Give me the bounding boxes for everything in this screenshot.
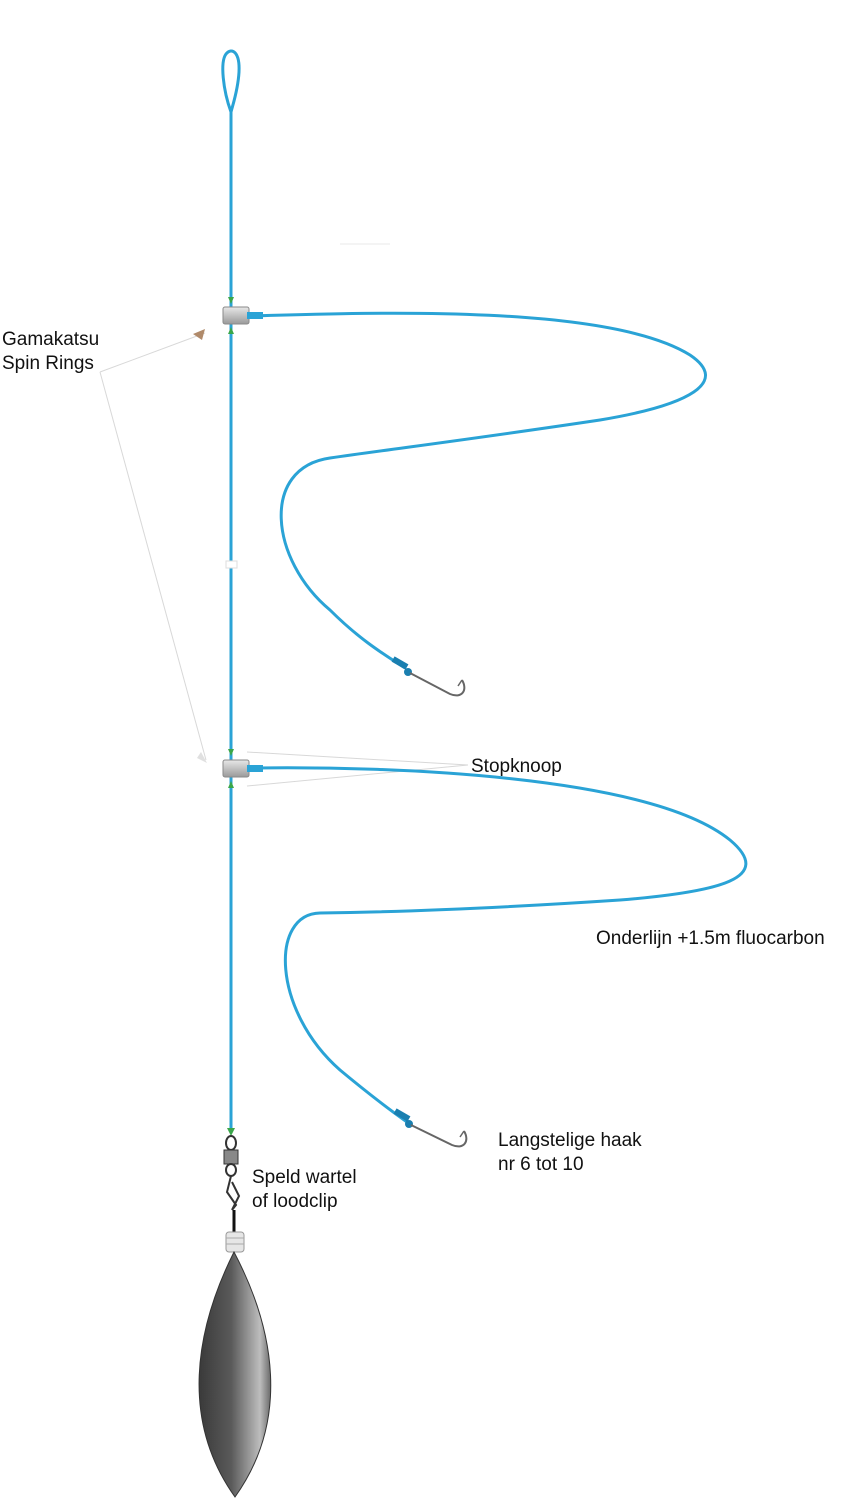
hook-label-line1: Langstelige haak xyxy=(498,1130,642,1151)
swivel-label-line2: of loodclip xyxy=(252,1191,338,1212)
stop-knots xyxy=(228,297,234,788)
spin-rings-label: Gamakatsu Spin Rings xyxy=(2,328,99,376)
spin-rings-label-line2: Spin Rings xyxy=(2,353,94,374)
stopknoop-label: Stopknoop xyxy=(471,756,562,777)
spin-rings-label-line1: Gamakatsu xyxy=(2,329,100,350)
line-marker xyxy=(225,560,238,569)
lower-snood xyxy=(251,766,748,1124)
swivel-label: Speld wartel of loodclip xyxy=(252,1166,357,1214)
onderlijn-label: Onderlijn +1.5m fluocarbon xyxy=(596,928,825,949)
spin-ring-lower xyxy=(222,759,263,778)
spin-ring-upper xyxy=(222,306,263,325)
swivel-label-line1: Speld wartel xyxy=(252,1167,357,1188)
upper-snood xyxy=(251,311,707,670)
swivel-snap xyxy=(223,1128,241,1232)
pointer-arrowhead xyxy=(193,329,205,340)
main-line xyxy=(221,49,241,1132)
hook-lower xyxy=(393,1108,468,1148)
hook-label-line2: nr 6 tot 10 xyxy=(498,1154,584,1175)
pointer-lines xyxy=(99,243,469,787)
lead-weight xyxy=(198,1231,272,1498)
hook-upper xyxy=(391,656,466,697)
hook-label: Langstelige haak nr 6 tot 10 xyxy=(498,1129,642,1177)
pointer-arrowhead-lower xyxy=(197,752,207,763)
